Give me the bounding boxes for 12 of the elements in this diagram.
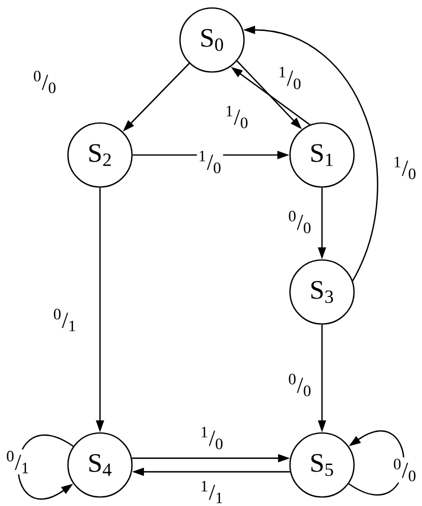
edge-label: $^{0}$/$_{0}$ xyxy=(32,69,58,95)
edge-label: $^{0}$/$_{0}$ xyxy=(392,457,418,483)
edge-label: $^{0}$/$_{1}$ xyxy=(52,307,78,333)
edge-label: $^{1}$/$_{0}$ xyxy=(198,425,226,451)
edge-label: $^{1}$/$_{1}$ xyxy=(198,480,226,504)
edge-label: $^{0}$/$_{1}$ xyxy=(4,449,32,475)
edge-label: $^{1}$/$_{0}$ xyxy=(196,149,224,175)
edge-label: $^{1}$/$_{0}$ xyxy=(224,104,250,130)
edge-label: $^{0}$/$_{0}$ xyxy=(286,372,314,398)
edge-label: $^{0}$/$_{0}$ xyxy=(286,209,314,235)
edge-label: $^{1}$/$_{0}$ xyxy=(276,65,304,91)
edge-label: $^{1}$/$_{0}$ xyxy=(392,155,418,181)
